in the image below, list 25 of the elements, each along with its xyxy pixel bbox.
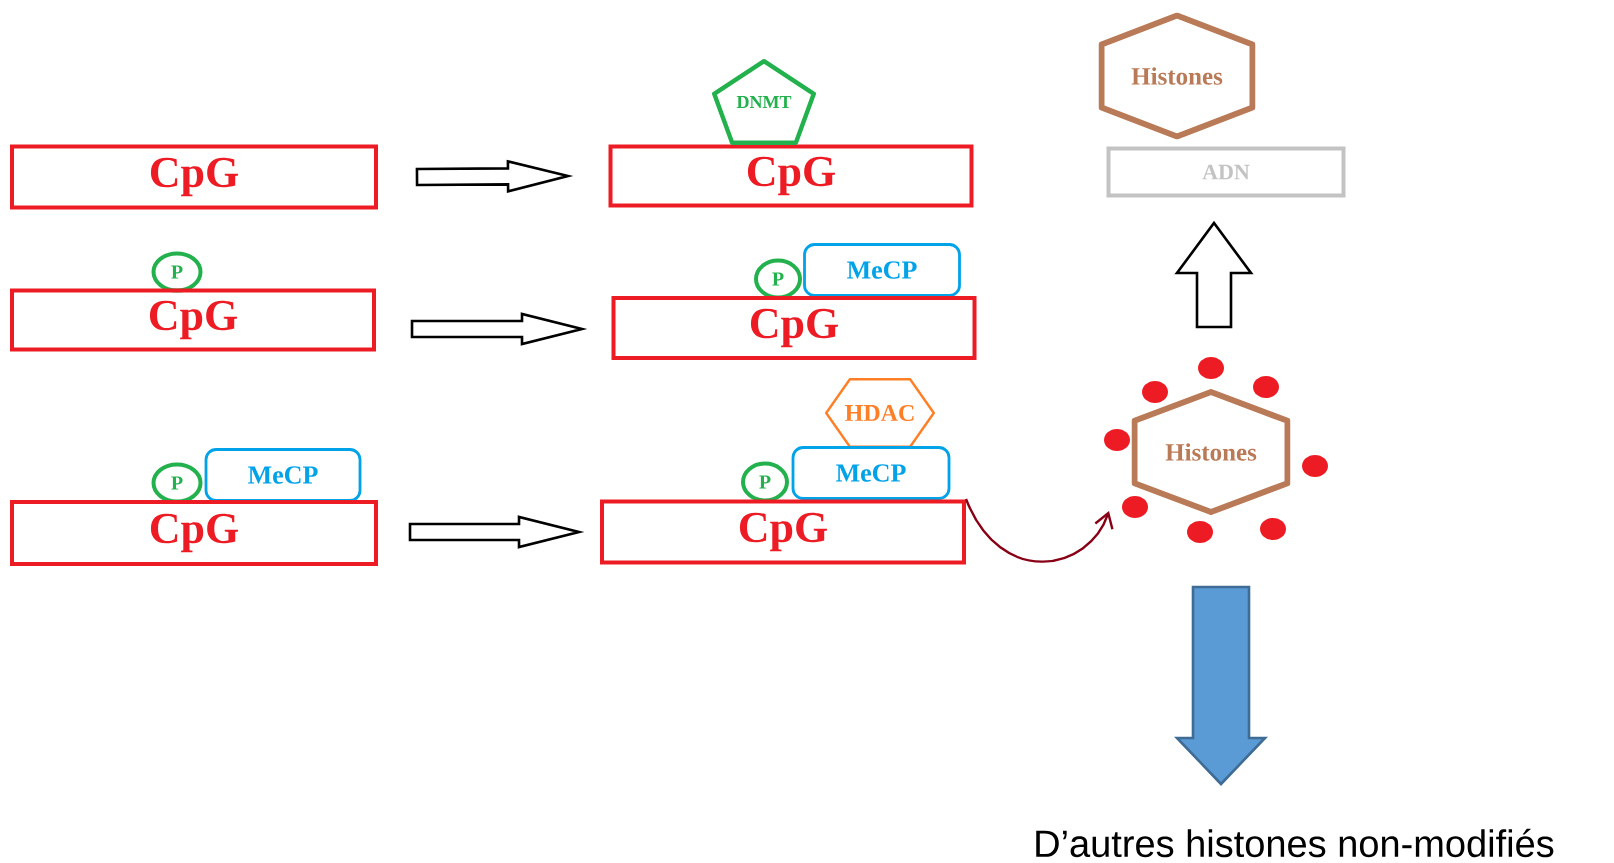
block-arrow — [1174, 220, 1254, 329]
hexagon: Histones — [1098, 12, 1256, 140]
circle-label: P — [741, 461, 789, 503]
block-arrow — [415, 159, 574, 194]
hexagon: Histones — [1131, 389, 1291, 515]
circle-label: P — [754, 258, 802, 300]
hexagon: HDAC — [825, 378, 935, 448]
block-arrow — [410, 312, 588, 346]
block-arrow — [408, 515, 585, 549]
dna-strand-box: CpG — [611, 296, 977, 360]
block-arrow — [1173, 585, 1269, 786]
dna-strand-box: CpG — [10, 288, 376, 352]
rounded-box: MeCP — [803, 243, 961, 297]
text-label: D’autres histones non-modifiés — [1036, 828, 1554, 858]
curved-arrow — [964, 498, 1114, 563]
rounded-box: MeCP — [791, 446, 951, 500]
dna-strand-box: CpG — [10, 144, 378, 210]
dna-box: ADN — [1106, 146, 1346, 198]
pentagon: DNMT — [712, 59, 816, 145]
dna-strand-box: CpG — [10, 500, 378, 566]
circle-label: P — [151, 462, 203, 504]
dna-strand-box: CpG — [608, 144, 974, 208]
dna-strand-box: CpG — [600, 499, 966, 565]
circle-label: P — [151, 251, 203, 293]
rounded-box: MeCP — [204, 448, 362, 502]
